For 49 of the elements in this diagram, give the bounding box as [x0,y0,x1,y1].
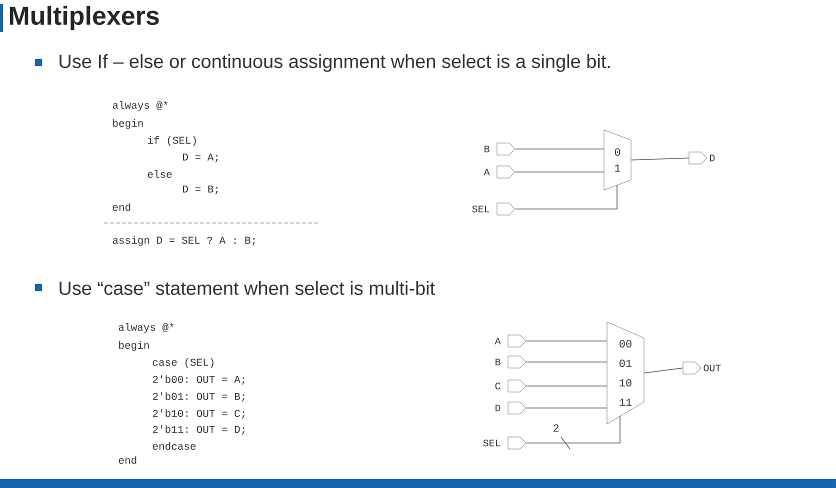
wire [644,368,684,374]
port-label: A [484,168,490,176]
code-line: D = A; [183,154,218,162]
bus-width-label: 2 [552,423,560,433]
code-line: endcase [152,442,196,450]
title: Multiplexers [10,6,159,30]
code-line: else [148,170,172,178]
multiplexer: 0 1 [604,130,632,190]
wire [630,158,690,160]
port-label: B [496,358,500,366]
port-symbol [496,166,516,178]
port-symbol [682,362,702,374]
wire [526,340,608,342]
bullet-text: Use If – else or continuous assignment when select is a single bit. [60,54,610,72]
bullet-text: Use “case” statement when select is multi-bit [60,281,435,295]
port-symbol [508,436,526,450]
port-symbol [496,202,516,216]
code-line: 2'b01: OUT = B; [152,392,244,402]
port-symbol [508,356,526,368]
port-label: C [495,382,500,390]
port-label: A [494,338,501,344]
code-line: begin [119,341,149,351]
wire [526,416,620,450]
port-label: D [496,404,500,412]
port-label: B [484,146,490,152]
port-label: OUT [704,364,721,372]
code-line: 2'b11: OUT = D; [152,425,244,435]
wire [514,148,604,150]
port-label: D [710,154,715,162]
port-symbol [496,142,516,156]
code-line: end [118,456,136,464]
port-symbol [508,402,526,414]
port-symbol [508,380,526,392]
code-line: end [112,203,130,211]
wire [514,184,618,210]
code-line: always @* [112,101,168,111]
port-label: SEL [472,206,490,212]
port-symbol [508,334,526,348]
code-line: 2'b10: OUT = C; [152,409,244,419]
code-line: always @* [118,323,174,333]
multiplexer: 00 01 10 11 [606,322,644,424]
code-line: assign D = SEL ? A : B; [112,236,255,246]
port-symbol [688,152,708,164]
code-line: D = B; [183,186,218,194]
code-line: case (SEL) [152,358,214,368]
code-line: begin [113,119,143,129]
code-line: if (SEL) [148,136,196,146]
port-label: SEL [483,440,500,446]
code-line: 2'b00: OUT = A; [152,375,244,385]
